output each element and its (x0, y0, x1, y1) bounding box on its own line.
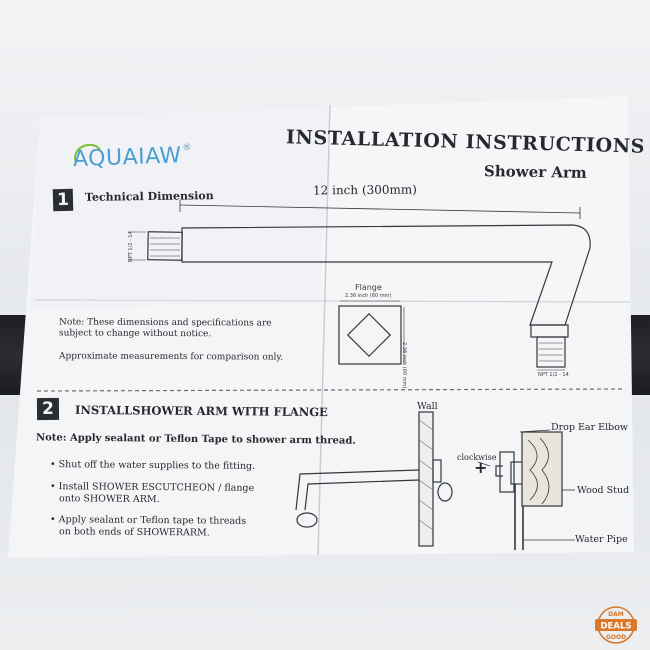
watermark-badge: DAM DEALS GOOD (595, 606, 637, 644)
badge-text-bottom: GOOD (606, 634, 626, 641)
registered-mark: ® (182, 142, 193, 154)
npt-thread-label-left: NPT 1/2 - 14 (128, 231, 134, 262)
clockwise-label: clockwise (457, 453, 497, 462)
instruction-step: • Apply sealant or Teflon tape to thread… (50, 514, 246, 540)
section-1-title: Technical Dimension (84, 189, 214, 204)
npt-thread-label-right: NPT 1/2 - 14 (538, 372, 569, 378)
step-line: • Shut off the water supplies to the fit… (49, 459, 256, 472)
step-line: on both ends of SHOWERARM. (49, 526, 210, 539)
drop-ear-elbow-label: Drop Ear Elbow (551, 422, 629, 433)
fold-vertical (317, 104, 331, 556)
section-2-number: 2 (36, 397, 60, 421)
instruction-step: • Install SHOWER ESCUTCHEON / flange ont… (50, 481, 254, 507)
flange-height-label: 2.36 inch (60 mm) (401, 342, 407, 389)
note-line: subject to change without notice. (58, 328, 212, 340)
flange-drawing (338, 300, 405, 365)
flange-width-label: 2.36 inch (60 mm) (345, 293, 392, 299)
badge-text-top: DAM (608, 611, 624, 618)
plus-symbol: + (474, 458, 488, 477)
section-1-number: 1 (52, 188, 74, 212)
brand-logo: AQUAIAW® (73, 143, 193, 172)
badge-text-middle: DEALS (601, 622, 632, 632)
page-subtitle: Shower Arm (483, 162, 587, 182)
length-dimension-label: 12 inch (300mm) (312, 182, 418, 198)
step-line: onto SHOWER ARM. (49, 493, 160, 506)
wall-label: Wall (417, 401, 438, 412)
wall-installation-drawing (295, 411, 575, 550)
wood-stud-label: Wood Stud (577, 485, 630, 496)
fold-horizontal (34, 299, 631, 303)
flange-label: Flange (355, 283, 382, 292)
section-2-title: INSTALLSHOWER ARM WITH FLANGE (74, 402, 328, 420)
instruction-step: • Shut off the water supplies to the fit… (50, 459, 255, 473)
water-pipe-label: Water Pipe (575, 534, 628, 545)
logo-swoosh (74, 143, 101, 164)
paper-shade-2 (320, 96, 630, 300)
approximate-note: Approximate measurements for comparison … (58, 351, 284, 363)
logo-text: AQUAIAW (72, 143, 183, 173)
badge-ribbon (595, 619, 637, 631)
shower-arm-drawing (128, 200, 591, 371)
dimension-note: Note: These dimensions and specification… (59, 317, 272, 340)
